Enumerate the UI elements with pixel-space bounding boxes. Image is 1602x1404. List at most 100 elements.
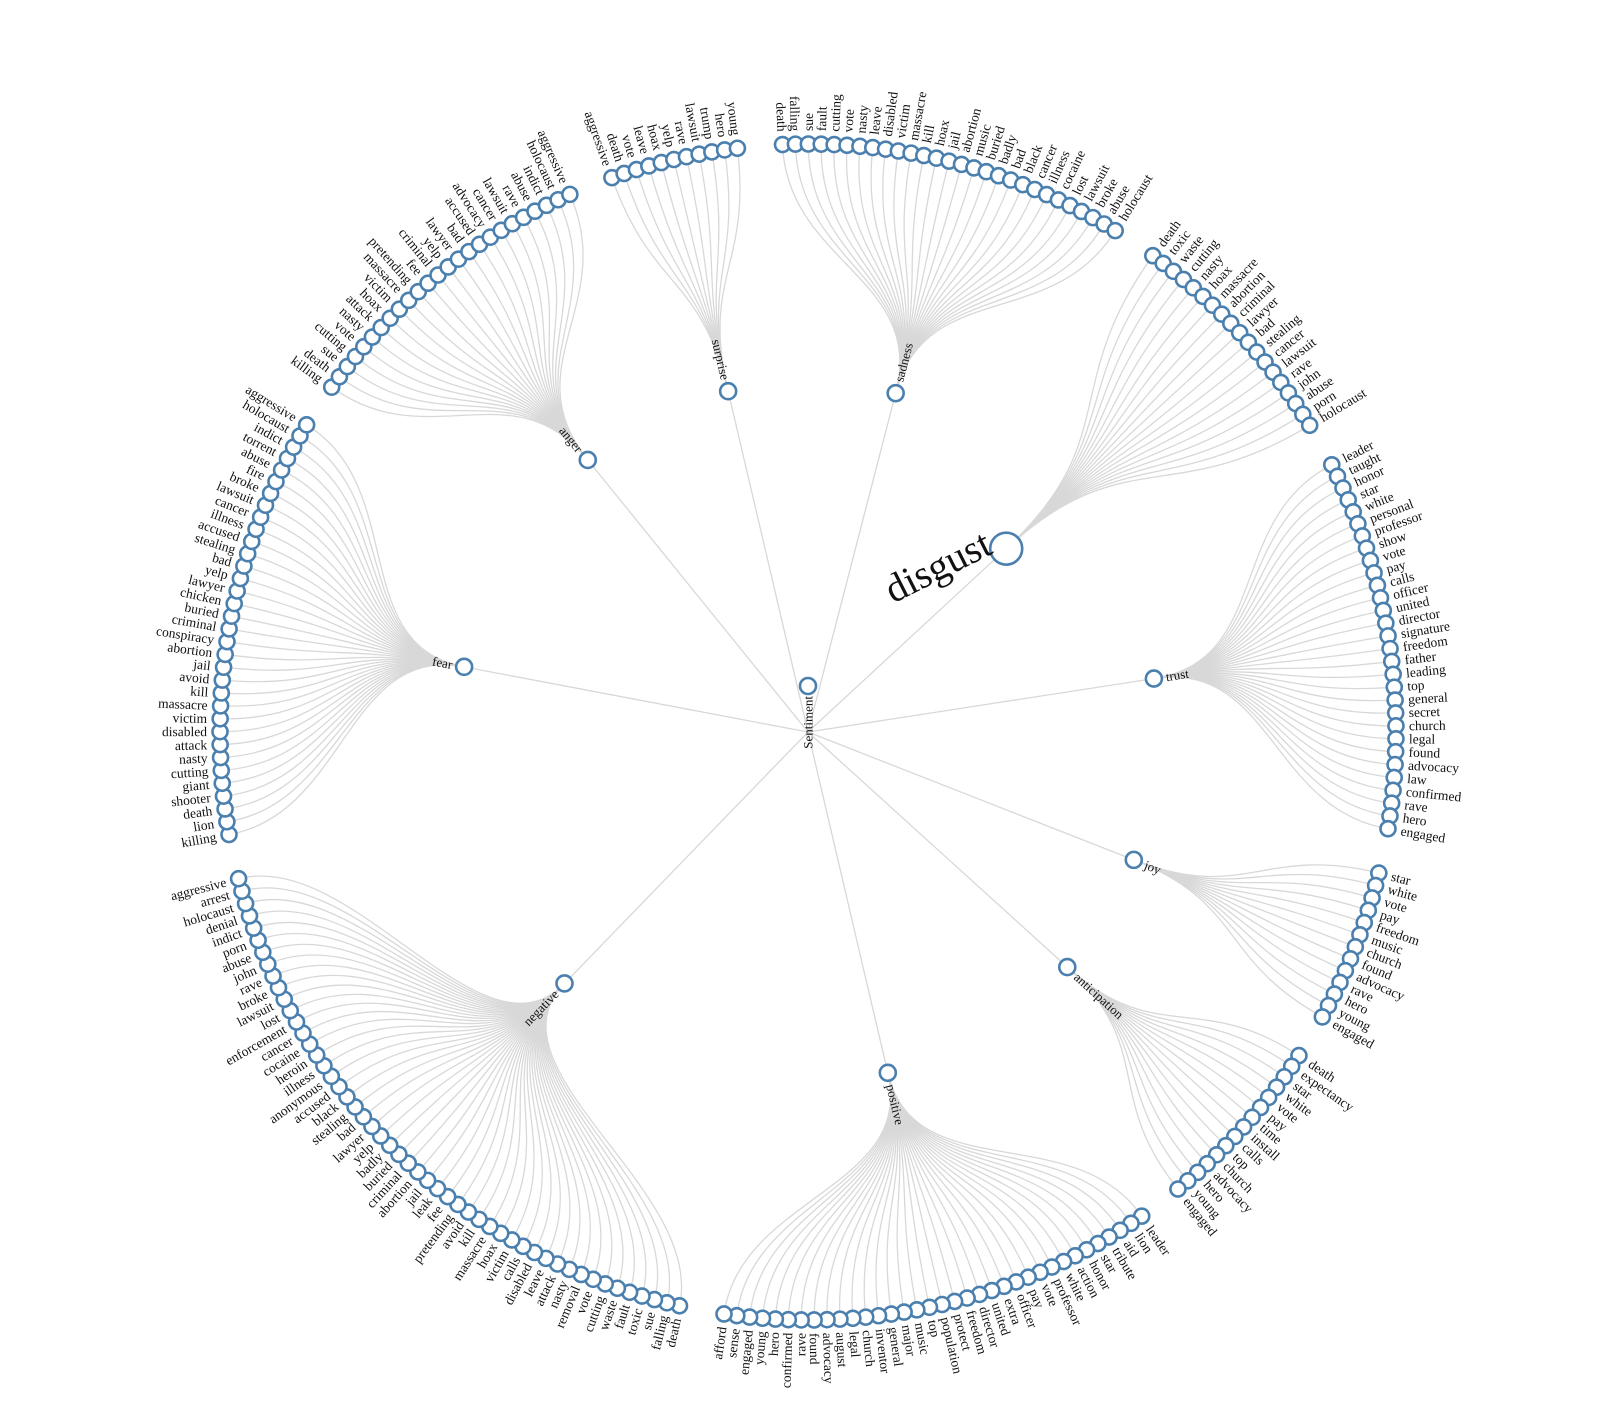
leaf-label: advocacy bbox=[1408, 758, 1460, 776]
leaf-link bbox=[1133, 859, 1323, 1018]
leaf-label: nasty bbox=[179, 751, 208, 767]
category-node-joy[interactable] bbox=[1124, 850, 1144, 870]
leaf-link bbox=[1066, 966, 1285, 1078]
leaf-label: afford bbox=[710, 1326, 730, 1361]
leaf-link bbox=[1153, 676, 1389, 830]
leaf-label: engaged bbox=[736, 1329, 755, 1375]
leaf-link bbox=[895, 194, 1048, 394]
leaf-label: leave bbox=[630, 124, 652, 155]
leaf-label: sue bbox=[801, 113, 816, 131]
leaf-label: yelp bbox=[658, 123, 678, 149]
leaf-label: cutting bbox=[827, 94, 844, 132]
leaf-label: hoax bbox=[932, 118, 952, 147]
leaf-label: hero bbox=[766, 1331, 782, 1356]
leaf-label: death bbox=[773, 102, 789, 132]
leaf-label: major bbox=[899, 1324, 919, 1358]
leaf-node[interactable] bbox=[1106, 221, 1124, 240]
leaf-link bbox=[1153, 675, 1396, 766]
leaf-link bbox=[1066, 966, 1179, 1190]
leaf-label: united bbox=[1394, 593, 1430, 615]
leaf-label: secret bbox=[1408, 704, 1440, 720]
leaf-label: church bbox=[1409, 718, 1446, 733]
leaf-link bbox=[838, 1072, 894, 1320]
leaf-label: victim bbox=[172, 710, 207, 726]
leaf-label: pay bbox=[1026, 1286, 1047, 1310]
category-node-disgust[interactable] bbox=[988, 531, 1024, 566]
category-node-anticipation[interactable] bbox=[1057, 957, 1077, 977]
leaf-link bbox=[858, 146, 904, 394]
category-node-anger[interactable] bbox=[578, 450, 598, 470]
leaf-label: star bbox=[1357, 480, 1381, 502]
leaf-link bbox=[1133, 859, 1365, 924]
leaf-link bbox=[1153, 547, 1367, 680]
leaf-link bbox=[887, 1072, 1029, 1278]
leaf-node[interactable] bbox=[297, 416, 316, 434]
root-link-anger bbox=[587, 459, 809, 733]
leaf-label: lawsuit bbox=[682, 102, 704, 143]
category-node-surprise[interactable] bbox=[718, 381, 738, 401]
leaf-link bbox=[895, 179, 1012, 394]
leaf-label: toxic bbox=[624, 1306, 646, 1336]
leaf-label: star bbox=[1390, 869, 1413, 888]
leaf-label: fault bbox=[814, 106, 830, 131]
leaf-label: legal bbox=[1409, 731, 1436, 746]
leaf-label: hero bbox=[1402, 810, 1428, 828]
leaf-link bbox=[813, 1072, 894, 1320]
leaf-link bbox=[774, 1072, 893, 1320]
leaf-node[interactable] bbox=[561, 185, 579, 204]
leaf-label: avoid bbox=[179, 669, 210, 687]
leaf-node[interactable] bbox=[1300, 416, 1319, 435]
leaf-label: bad bbox=[1008, 147, 1029, 171]
leaf-label: attack bbox=[175, 737, 208, 753]
leaf-node[interactable] bbox=[728, 139, 747, 158]
leaf-link bbox=[1005, 351, 1258, 550]
leaf-label: general bbox=[1408, 690, 1449, 707]
leaf-label: young bbox=[724, 101, 743, 137]
category-label-disgust: disgust bbox=[877, 521, 998, 612]
leaf-label: father bbox=[1404, 649, 1438, 668]
category-node-positive[interactable] bbox=[878, 1063, 898, 1083]
leaf-link bbox=[306, 424, 465, 668]
category-node-fear[interactable] bbox=[454, 657, 474, 677]
leaf-label: top bbox=[925, 1318, 943, 1338]
leaf-label: rave bbox=[1404, 797, 1429, 815]
category-node-trust[interactable] bbox=[1144, 669, 1164, 688]
leaf-label: hoax bbox=[644, 123, 665, 152]
leaf-node[interactable] bbox=[229, 869, 248, 888]
leaf-label: leading bbox=[1405, 662, 1446, 681]
leaf-label: falling bbox=[787, 96, 803, 132]
leaf-link bbox=[543, 982, 659, 1300]
category-label-anger: anger bbox=[556, 423, 586, 455]
root-node[interactable] bbox=[798, 676, 818, 696]
leaf-link bbox=[887, 1072, 1005, 1287]
leaf-node[interactable] bbox=[715, 1305, 733, 1323]
leaf-link bbox=[800, 1072, 893, 1320]
leaf-label: death bbox=[182, 803, 213, 822]
root-link-fear bbox=[463, 666, 809, 733]
leaf-link bbox=[541, 982, 624, 1289]
leaf-node[interactable] bbox=[1169, 1180, 1187, 1198]
leaf-node[interactable] bbox=[1313, 1008, 1332, 1026]
leaf-link bbox=[1005, 413, 1304, 550]
leaf-link bbox=[559, 194, 589, 461]
leaf-link bbox=[807, 143, 902, 394]
category-node-negative[interactable] bbox=[555, 974, 574, 993]
leaf-label: hero bbox=[712, 112, 730, 138]
leaf-link bbox=[1005, 381, 1282, 550]
leaf-label: music bbox=[912, 1321, 933, 1355]
leaf-link bbox=[1005, 392, 1289, 550]
leaf-node[interactable] bbox=[1379, 819, 1397, 838]
leaf-label: rave bbox=[793, 1333, 808, 1356]
leaf-label: inventor bbox=[873, 1328, 893, 1375]
leaf-label: giant bbox=[182, 777, 210, 794]
leaf-link bbox=[1066, 966, 1208, 1165]
leaf-link bbox=[723, 1072, 892, 1315]
leaf-label: found bbox=[1408, 745, 1440, 761]
leaf-label: kill bbox=[190, 683, 209, 699]
leaf-link bbox=[611, 177, 729, 392]
leaf-label: engaged bbox=[1400, 823, 1447, 845]
leaf-link bbox=[253, 921, 565, 1008]
leaf-label: killing bbox=[180, 829, 218, 850]
category-label-anticipation: anticipation bbox=[1071, 970, 1127, 1023]
category-node-sadness[interactable] bbox=[886, 383, 905, 403]
